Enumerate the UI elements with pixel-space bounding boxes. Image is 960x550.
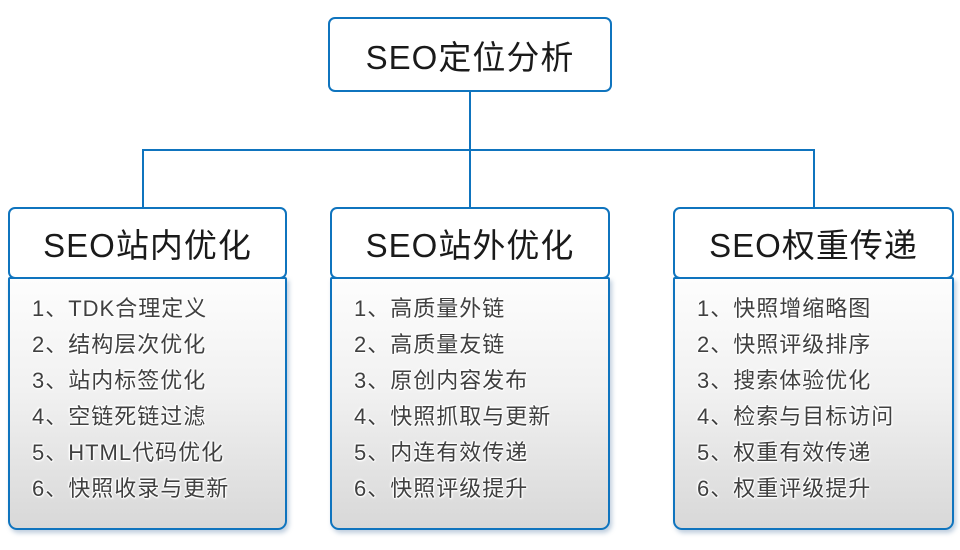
list-item: 1、高质量外链 (354, 296, 506, 321)
branch-title: SEO站内优化 (43, 227, 252, 264)
branch-header: SEO权重传递 (673, 207, 954, 279)
root-node-title: SEO定位分析 (365, 38, 575, 76)
branch-header: SEO站外优化 (330, 207, 610, 279)
list-item: 5、HTML代码优化 (32, 440, 225, 465)
list-item: 3、站内标签优化 (32, 368, 207, 393)
branch-header: SEO站内优化 (8, 207, 287, 279)
list-item: 2、结构层次优化 (32, 332, 207, 357)
list-item: 3、搜索体验优化 (697, 368, 872, 393)
list-item: 1、快照增缩略图 (697, 296, 872, 321)
list-item: 3、原创内容发布 (354, 368, 529, 393)
list-item: 5、权重有效传递 (697, 440, 872, 465)
branch-title: SEO站外优化 (365, 227, 575, 264)
branch-title: SEO权重传递 (709, 227, 918, 264)
list-item: 4、快照抓取与更新 (354, 404, 552, 429)
list-item: 5、内连有效传递 (354, 440, 529, 465)
branch-item-list: 1、快照增缩略图 2、快照评级排序 3、搜索体验优化 4、检索与目标访问 5、权… (673, 277, 954, 530)
list-item: 4、检索与目标访问 (697, 404, 895, 429)
list-item: 6、快照收录与更新 (32, 476, 230, 501)
list-item: 1、TDK合理定义 (32, 296, 208, 321)
branch-item-list: 1、TDK合理定义 2、结构层次优化 3、站内标签优化 4、空链死链过滤 5、H… (8, 277, 287, 530)
list-item: 6、权重评级提升 (697, 476, 872, 501)
root-node: SEO定位分析 (328, 17, 612, 92)
branch-item-list: 1、高质量外链 2、高质量友链 3、原创内容发布 4、快照抓取与更新 5、内连有… (330, 277, 610, 530)
list-item: 6、快照评级提升 (354, 476, 529, 501)
list-item: 2、快照评级排序 (697, 332, 872, 357)
list-item: 4、空链死链过滤 (32, 404, 207, 429)
list-item: 2、高质量友链 (354, 332, 506, 357)
